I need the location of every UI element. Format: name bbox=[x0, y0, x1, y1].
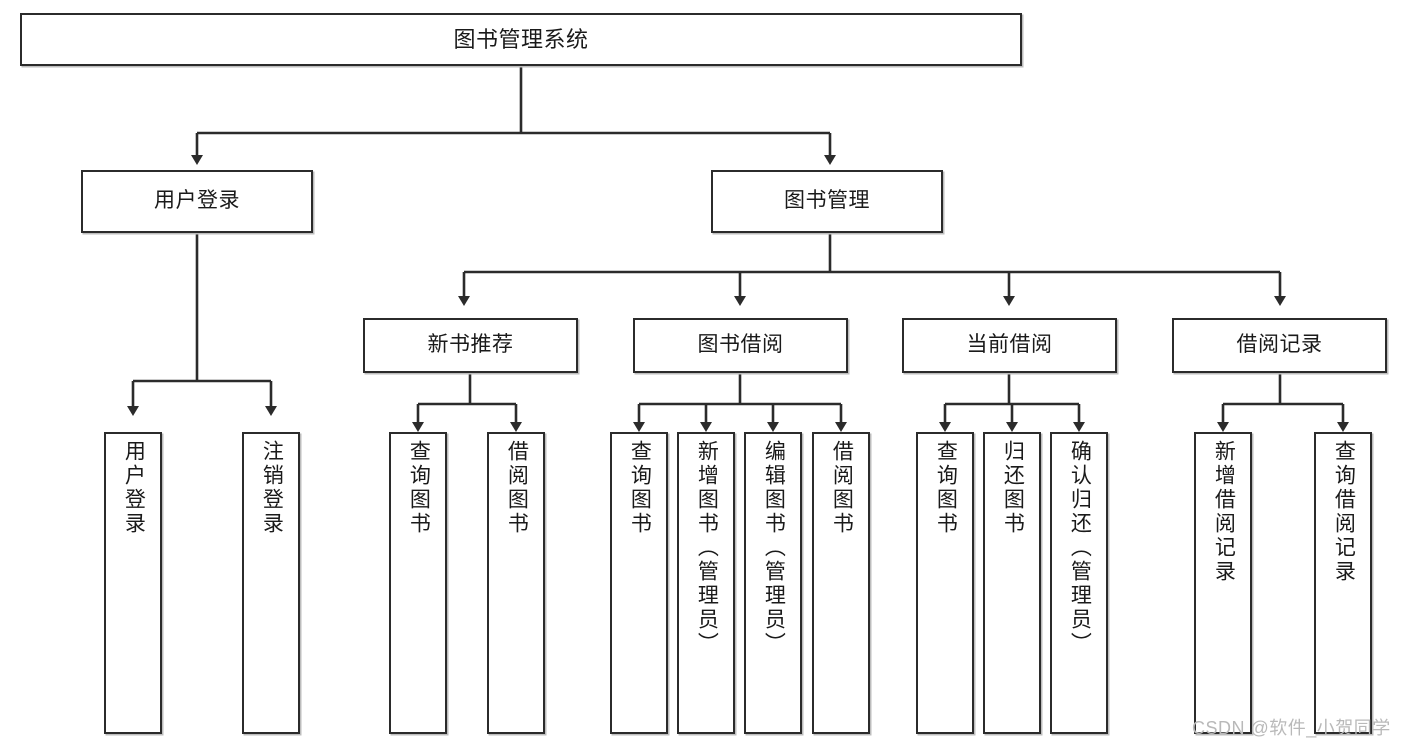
leaf-new-book-query[interactable]: 查询图书 bbox=[389, 432, 447, 734]
node-label: 查询图书 bbox=[934, 440, 958, 536]
node-current-borrow[interactable]: 当前借阅 bbox=[902, 318, 1117, 373]
node-label: 查询借阅记录 bbox=[1332, 440, 1356, 584]
node-label: 查询图书 bbox=[407, 440, 431, 536]
node-label: 编辑图书（管理员） bbox=[762, 440, 786, 656]
leaf-current-borrow-return[interactable]: 归还图书 bbox=[983, 432, 1041, 734]
node-label: 用户登录 bbox=[122, 440, 146, 536]
leaf-book-borrow-add[interactable]: 新增图书（管理员） bbox=[677, 432, 735, 734]
node-label: 用户登录 bbox=[154, 189, 240, 213]
node-label: 借阅记录 bbox=[1236, 333, 1323, 357]
node-label: 图书管理 bbox=[784, 189, 870, 213]
node-label: 借阅图书 bbox=[830, 440, 854, 536]
node-label: 新增借阅记录 bbox=[1212, 440, 1236, 584]
node-label: 借阅图书 bbox=[505, 440, 529, 536]
node-root-system[interactable]: 图书管理系统 bbox=[20, 13, 1022, 66]
node-borrow-record[interactable]: 借阅记录 bbox=[1172, 318, 1387, 373]
node-label: 图书管理系统 bbox=[453, 26, 589, 52]
leaf-borrow-record-query[interactable]: 查询借阅记录 bbox=[1314, 432, 1372, 734]
node-user-login[interactable]: 用户登录 bbox=[81, 170, 313, 233]
watermark-text: CSDN @软件_小贺同学 bbox=[1192, 718, 1391, 738]
leaf-new-book-borrow[interactable]: 借阅图书 bbox=[487, 432, 545, 734]
node-label: 归还图书 bbox=[1001, 440, 1025, 536]
leaf-book-borrow-edit[interactable]: 编辑图书（管理员） bbox=[744, 432, 802, 734]
node-label: 确认归还（管理员） bbox=[1068, 440, 1092, 656]
node-book-borrow[interactable]: 图书借阅 bbox=[633, 318, 848, 373]
node-label: 新书推荐 bbox=[427, 333, 514, 357]
node-new-book-recommend[interactable]: 新书推荐 bbox=[363, 318, 578, 373]
leaf-user-login-login[interactable]: 用户登录 bbox=[104, 432, 162, 734]
leaf-current-borrow-query[interactable]: 查询图书 bbox=[916, 432, 974, 734]
node-book-management[interactable]: 图书管理 bbox=[711, 170, 943, 233]
leaf-book-borrow-query[interactable]: 查询图书 bbox=[610, 432, 668, 734]
node-label: 图书借阅 bbox=[697, 333, 784, 357]
node-label: 新增图书（管理员） bbox=[695, 440, 719, 656]
leaf-borrow-record-add[interactable]: 新增借阅记录 bbox=[1194, 432, 1252, 734]
node-label: 查询图书 bbox=[628, 440, 652, 536]
leaf-user-login-logout[interactable]: 注销登录 bbox=[242, 432, 300, 734]
leaf-current-borrow-confirm-return[interactable]: 确认归还（管理员） bbox=[1050, 432, 1108, 734]
node-label: 当前借阅 bbox=[966, 333, 1053, 357]
leaf-book-borrow-borrow[interactable]: 借阅图书 bbox=[812, 432, 870, 734]
node-label: 注销登录 bbox=[260, 440, 284, 536]
